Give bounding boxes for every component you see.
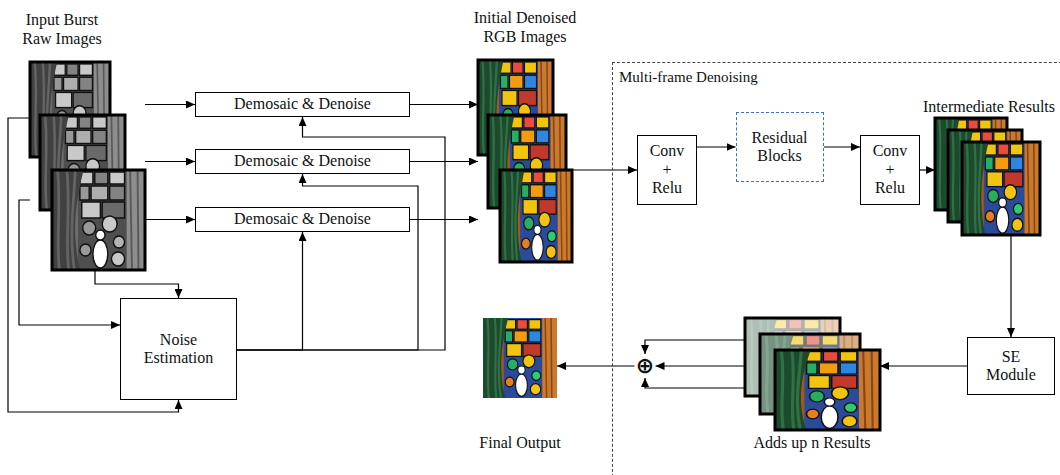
- illustration-part: [775, 350, 880, 430]
- connector-arrow: [145, 219, 195, 220]
- image-caption: Input Burst Raw Images: [15, 11, 110, 48]
- connector-arrow: [145, 104, 195, 105]
- process-box: Conv + Relu: [637, 135, 697, 205]
- process-box: Conv + Relu: [860, 135, 920, 205]
- photo-frame: [52, 170, 145, 270]
- connector-arrow: [237, 174, 418, 350]
- process-box: Noise Estimation: [120, 298, 237, 400]
- photo-frame: [962, 142, 1040, 235]
- illustration-part: [30, 62, 145, 270]
- connector-arrow: [572, 169, 637, 170]
- connector-arrow: [824, 146, 861, 147]
- frame-rect: [500, 170, 572, 262]
- image-caption: Initial Denoised RGB Images: [463, 9, 588, 46]
- connector-arrow: [645, 340, 745, 354]
- connector-arrow: [656, 365, 746, 366]
- illustration-part: [962, 142, 1040, 235]
- connector-arrow: [237, 232, 303, 350]
- image-stack: Input Burst Raw Images: [30, 62, 145, 270]
- image-caption: Final Output: [479, 434, 560, 452]
- connector-arrow: [1010, 235, 1011, 337]
- connector-arrow: [920, 169, 935, 170]
- box-label: Residual Blocks: [744, 129, 816, 166]
- connector-arrow: [880, 365, 967, 366]
- box-label: SE Module: [980, 348, 1042, 385]
- box-label: Conv + Relu: [648, 142, 686, 197]
- sum-sign: ⊕: [636, 355, 654, 377]
- image-stack: Final Output: [483, 318, 557, 398]
- illustration-part: [52, 170, 145, 270]
- illustration-part: [500, 170, 572, 262]
- photo-frame: [775, 350, 880, 430]
- process-box: Demosaic & Denoise: [195, 149, 410, 174]
- box-label: Demosaic & Denoise: [234, 152, 371, 170]
- frame-rect: [775, 350, 880, 430]
- process-box: Demosaic & Denoise: [195, 207, 410, 232]
- frame-rect: [52, 170, 145, 270]
- connector-arrow: [19, 200, 120, 325]
- region-label: Multi-frame Denoising: [619, 69, 758, 86]
- illustration-part: [483, 318, 557, 398]
- process-box: Demosaic & Denoise: [195, 92, 410, 117]
- box-label: Demosaic & Denoise: [234, 95, 371, 113]
- connector-arrow: [95, 270, 179, 298]
- image-stack: Adds up n Results: [745, 318, 880, 430]
- box-label: Demosaic & Denoise: [234, 210, 371, 228]
- photo-frame: [500, 170, 572, 262]
- connector-arrow: [645, 378, 745, 388]
- frame-rect: [962, 142, 1040, 235]
- frame-rect: [483, 318, 557, 398]
- image-stack: Initial Denoised RGB Images: [478, 60, 572, 262]
- sum-symbol: ⊕: [635, 354, 656, 378]
- connector-arrow: [410, 219, 478, 220]
- image-caption: Adds up n Results: [754, 434, 871, 452]
- connector-arrow: [697, 146, 736, 147]
- box-label: Noise Estimation: [137, 331, 221, 368]
- connector-arrow: [410, 161, 478, 162]
- dashed-region: Multi-frame DenoisingConv + Relu Residual…: [612, 62, 1060, 475]
- frame-rect: [962, 142, 1040, 235]
- photo-frame: [483, 318, 557, 398]
- image-caption: Intermediate Results: [923, 98, 1055, 116]
- connector-arrow: [410, 104, 478, 105]
- frame-rect: [775, 350, 880, 430]
- frame-rect: [52, 170, 145, 270]
- connector-arrow: [557, 365, 635, 366]
- process-box: SE Module: [967, 337, 1055, 395]
- frame-rect: [500, 170, 572, 262]
- residual-box: Residual Blocks: [736, 112, 824, 182]
- image-stack: Intermediate Results: [935, 118, 1040, 235]
- box-label: Conv + Relu: [871, 142, 909, 197]
- connector-arrow: [145, 161, 195, 162]
